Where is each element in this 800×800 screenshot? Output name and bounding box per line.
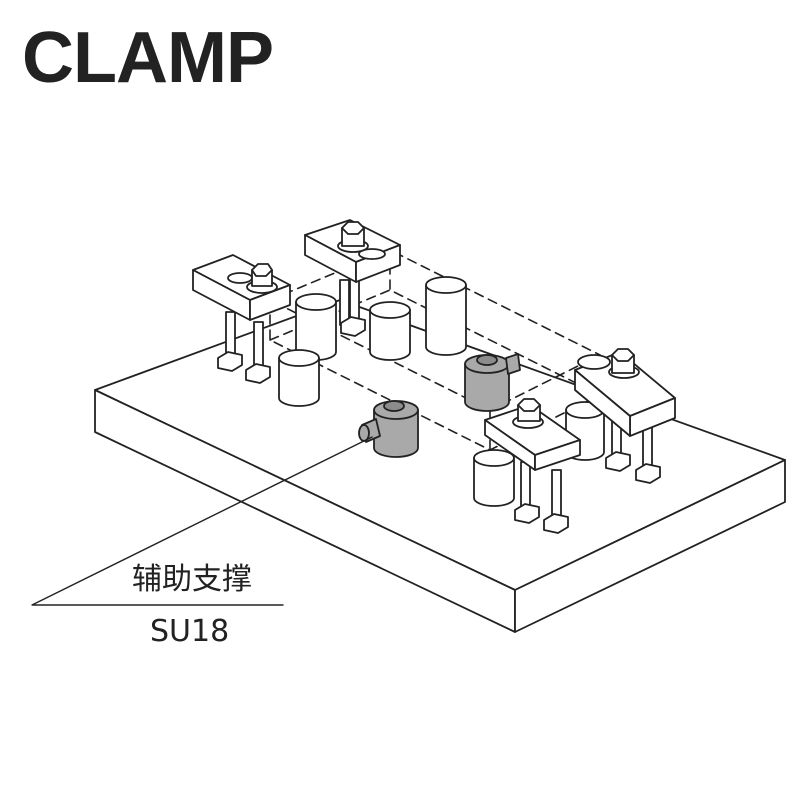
auxiliary-support-su18 — [358, 400, 419, 458]
strap-clamp — [192, 254, 291, 384]
callout-part-name: 辅助支撑 — [132, 562, 252, 597]
callout-leader — [31, 436, 373, 606]
brand-title: CLAMP — [22, 18, 274, 98]
support-cylinder — [369, 301, 411, 361]
strap-clamp — [484, 398, 581, 534]
support-cylinder — [278, 349, 320, 407]
support-cylinder — [473, 449, 515, 507]
callout-part-model: SU18 — [150, 614, 230, 649]
support-cylinder — [425, 276, 467, 356]
auxiliary-support-su18 — [464, 353, 521, 412]
strap-clamp — [304, 219, 401, 337]
strap-clamp — [574, 348, 676, 484]
